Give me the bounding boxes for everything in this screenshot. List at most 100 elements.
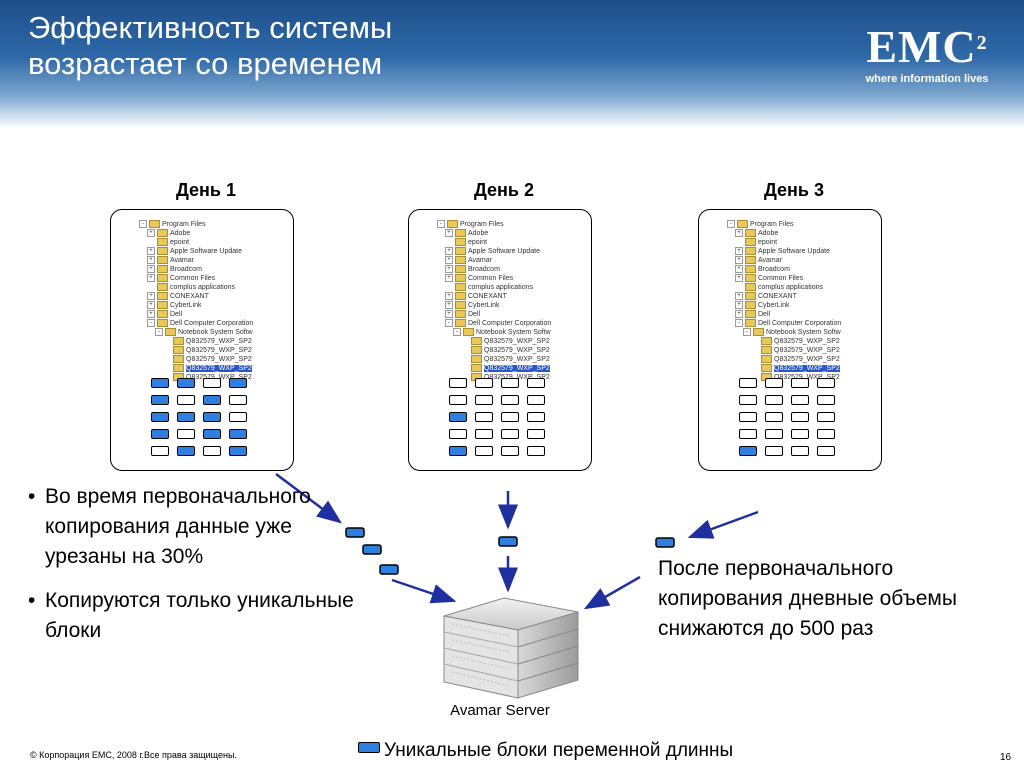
tree-row[interactable]: +Adobe xyxy=(727,229,877,238)
expand-icon[interactable]: + xyxy=(735,265,743,274)
tree-row[interactable]: +Avamar xyxy=(437,256,587,265)
tree-row[interactable]: +Broadcom xyxy=(437,265,587,274)
tree-row[interactable]: epoint xyxy=(437,238,587,247)
tree-row[interactable]: Q832579_WXP_SP2 xyxy=(437,364,587,373)
expand-icon[interactable]: - xyxy=(727,220,735,229)
bullet-text: Копируются только уникальные блоки xyxy=(45,589,354,642)
tree-row-label: epoint xyxy=(170,239,190,246)
tree-row[interactable]: epoint xyxy=(139,238,289,247)
legend-block-icon xyxy=(358,742,380,754)
tree-row[interactable]: +Apple Software Update xyxy=(727,247,877,256)
expand-icon[interactable]: + xyxy=(445,247,453,256)
tree-row[interactable]: Q832579_WXP_SP2 xyxy=(727,337,877,346)
expand-icon[interactable]: - xyxy=(743,328,751,337)
tree-row[interactable]: -Dell Computer Corporation xyxy=(727,319,877,328)
tree-row[interactable]: +Dell xyxy=(437,310,587,319)
tree-row[interactable]: -Program Files xyxy=(139,220,289,229)
tree-row[interactable]: +Adobe xyxy=(139,229,289,238)
expand-icon[interactable]: + xyxy=(147,256,155,265)
expand-icon[interactable]: + xyxy=(147,274,155,283)
tree-row[interactable]: +CyberLink xyxy=(139,301,289,310)
expand-icon[interactable]: - xyxy=(139,220,147,229)
expand-icon[interactable]: - xyxy=(735,319,743,328)
tree-row[interactable]: +Common Files xyxy=(139,274,289,283)
expand-icon[interactable]: + xyxy=(147,292,155,301)
tree-row[interactable]: -Dell Computer Corporation xyxy=(139,319,289,328)
expand-icon[interactable]: - xyxy=(453,328,461,337)
tree-row[interactable]: Q832579_WXP_SP2 xyxy=(727,364,877,373)
tree-row[interactable]: +Common Files xyxy=(437,274,587,283)
tree-row[interactable]: +CONEXANT xyxy=(727,292,877,301)
tree-row[interactable]: Q832579_WXP_SP2 xyxy=(437,337,587,346)
tree-row[interactable]: +Avamar xyxy=(139,256,289,265)
tree-row[interactable]: -Dell Computer Corporation xyxy=(437,319,587,328)
tree-row[interactable]: Q832579_WXP_SP2 xyxy=(139,364,289,373)
folder-icon xyxy=(149,220,160,229)
expand-icon[interactable]: + xyxy=(147,310,155,319)
tree-row[interactable]: -Notebook System Softw xyxy=(727,328,877,337)
tree-row[interactable]: +Avamar xyxy=(727,256,877,265)
tree-row[interactable]: -Notebook System Softw xyxy=(437,328,587,337)
tree-row[interactable]: +CyberLink xyxy=(437,301,587,310)
expand-icon[interactable]: - xyxy=(445,319,453,328)
expand-icon[interactable]: - xyxy=(147,319,155,328)
data-block xyxy=(501,446,519,456)
expand-icon[interactable]: + xyxy=(147,301,155,310)
tree-row[interactable]: Q832579_WXP_SP2 xyxy=(139,355,289,364)
expand-icon[interactable]: + xyxy=(735,301,743,310)
expand-icon[interactable]: + xyxy=(735,247,743,256)
tree-row[interactable]: -Notebook System Softw xyxy=(139,328,289,337)
tree-row[interactable]: Q832579_WXP_SP2 xyxy=(437,355,587,364)
tree-row[interactable]: Q832579_WXP_SP2 xyxy=(727,346,877,355)
tree-row[interactable]: epoint xyxy=(727,238,877,247)
expand-icon[interactable]: + xyxy=(147,229,155,238)
tree-row[interactable]: + CONEXANT xyxy=(139,292,289,301)
expand-icon[interactable]: + xyxy=(445,292,453,301)
expand-icon[interactable]: + xyxy=(735,256,743,265)
tree-row[interactable]: +CONEXANT xyxy=(437,292,587,301)
expand-icon[interactable]: - xyxy=(155,328,163,337)
tree-row[interactable]: +Apple Software Update xyxy=(139,247,289,256)
title-line-2: возрастает со временем xyxy=(28,46,383,81)
tree-row[interactable]: +Apple Software Update xyxy=(437,247,587,256)
folder-icon xyxy=(157,265,168,274)
tree-row[interactable]: +CyberLink xyxy=(727,301,877,310)
expand-icon[interactable]: + xyxy=(735,229,743,238)
tree-row[interactable]: +Dell xyxy=(139,310,289,319)
tree-row[interactable]: +Broadcom xyxy=(139,265,289,274)
expand-icon[interactable]: + xyxy=(735,274,743,283)
tree-row[interactable]: +Dell xyxy=(727,310,877,319)
expand-icon[interactable]: + xyxy=(735,310,743,319)
tree-row[interactable]: Q832579_WXP_SP2 xyxy=(437,346,587,355)
expand-icon[interactable]: - xyxy=(437,220,445,229)
tree-row[interactable]: Q832579_WXP_SP2 xyxy=(139,346,289,355)
expand-icon[interactable]: + xyxy=(445,301,453,310)
data-block xyxy=(765,429,783,439)
data-block xyxy=(817,429,835,439)
tree-row[interactable]: Q832579_WXP_SP2 xyxy=(727,355,877,364)
folder-icon xyxy=(165,328,176,337)
tree-row[interactable]: +Adobe xyxy=(437,229,587,238)
tree-row[interactable]: -Program Files xyxy=(727,220,877,229)
tree-row[interactable]: -Program Files xyxy=(437,220,587,229)
expand-icon[interactable]: + xyxy=(445,256,453,265)
expand-icon[interactable]: + xyxy=(735,292,743,301)
tree-row-label: CONEXANT xyxy=(170,293,209,300)
tree-row[interactable]: complus applications xyxy=(139,283,289,292)
expand-icon[interactable]: + xyxy=(445,310,453,319)
title-line-1: Эффективность системы xyxy=(28,10,393,45)
logo-superscript: 2 xyxy=(976,32,988,54)
tree-row[interactable]: +Common Files xyxy=(727,274,877,283)
expand-icon[interactable]: + xyxy=(445,229,453,238)
tree-row[interactable]: Q832579_WXP_SP2 xyxy=(139,337,289,346)
folder-icon xyxy=(737,220,748,229)
tree-row[interactable]: +Broadcom xyxy=(727,265,877,274)
expand-icon[interactable]: + xyxy=(445,274,453,283)
tree-row[interactable]: complus applications xyxy=(437,283,587,292)
expand-icon[interactable]: + xyxy=(445,265,453,274)
expand-icon[interactable]: + xyxy=(147,247,155,256)
data-block xyxy=(791,446,809,456)
folder-icon xyxy=(157,319,168,328)
tree-row[interactable]: complus applications xyxy=(727,283,877,292)
expand-icon[interactable]: + xyxy=(147,265,155,274)
